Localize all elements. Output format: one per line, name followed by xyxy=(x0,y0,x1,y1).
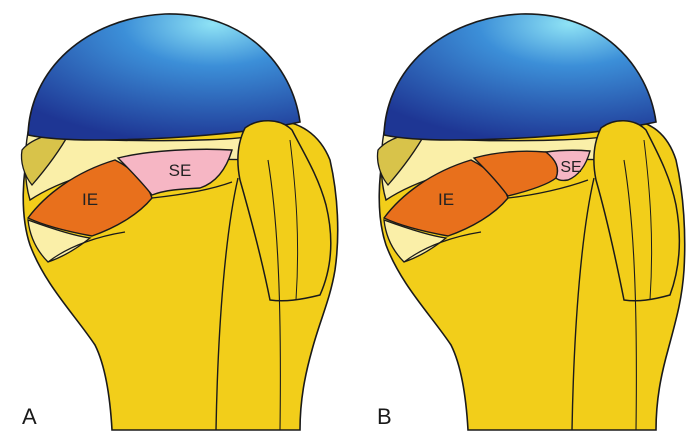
se-label: SE xyxy=(560,159,581,176)
panel-a: IE SE xyxy=(21,14,337,430)
se-label: SE xyxy=(169,161,192,180)
ie-label: IE xyxy=(438,190,454,209)
panel-b-letter: B xyxy=(377,404,392,430)
ie-label: IE xyxy=(82,190,98,209)
panel-a-letter: A xyxy=(22,404,37,430)
panel-b: IE SE xyxy=(377,14,684,430)
